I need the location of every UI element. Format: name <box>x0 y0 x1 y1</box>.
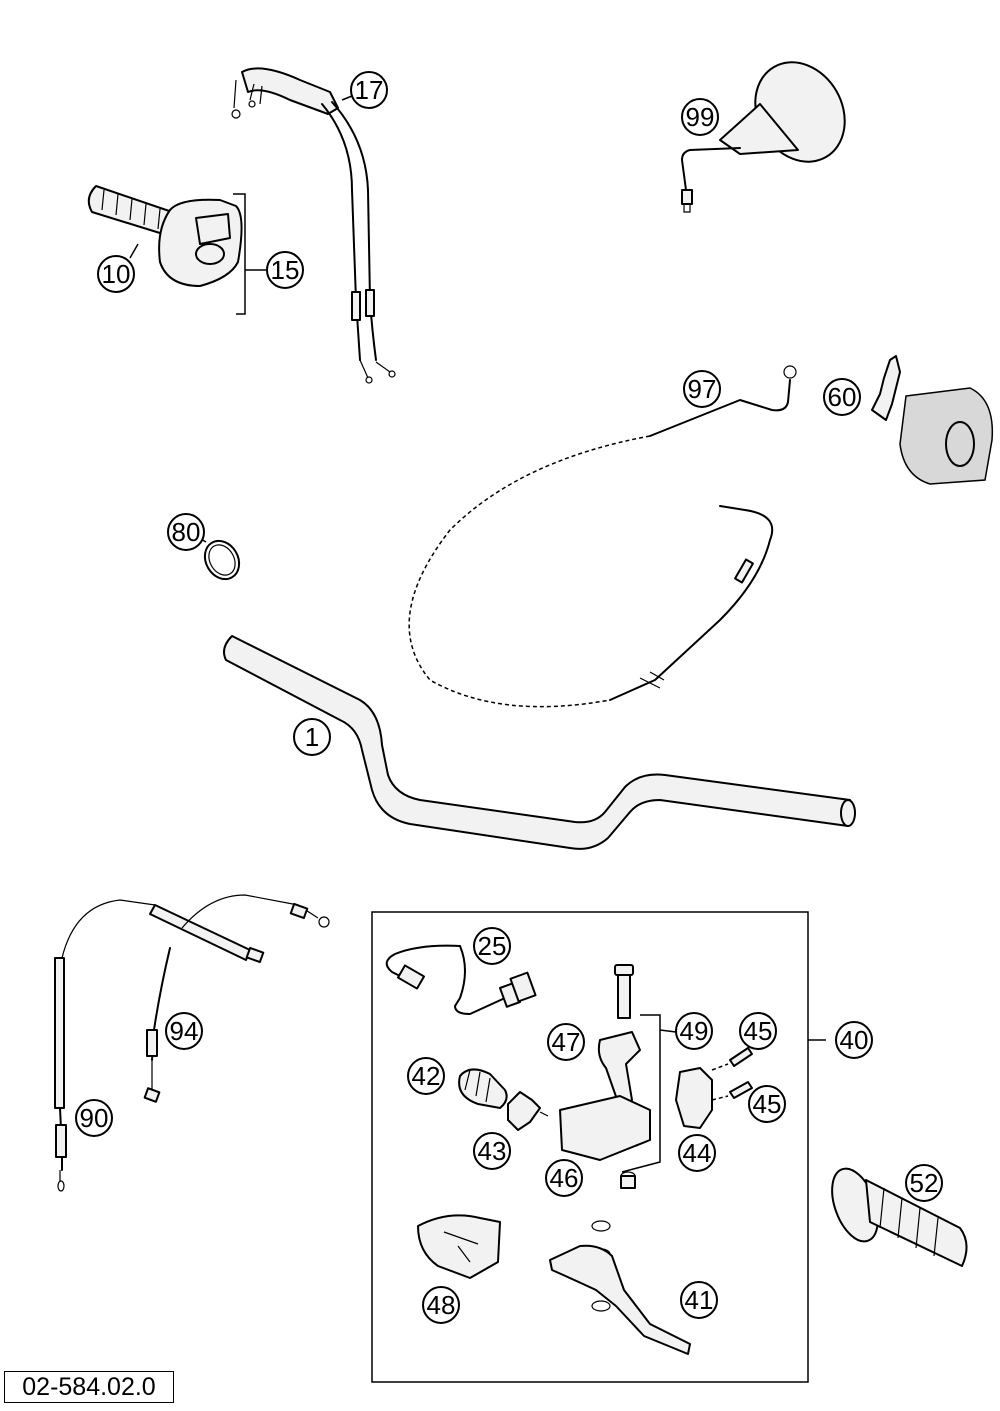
switch-part <box>675 1047 753 1129</box>
left-grip-part <box>831 1167 968 1267</box>
svg-text:90: 90 <box>80 1103 109 1133</box>
callout-52: 52 <box>905 1164 943 1202</box>
callout-10: 10 <box>97 255 135 293</box>
clutch-assembly-frame <box>371 911 826 1383</box>
callout-99: 99 <box>681 98 719 136</box>
mirror-part <box>681 61 846 213</box>
svg-text:43: 43 <box>478 1136 507 1166</box>
callout-15: 15 <box>266 251 304 289</box>
svg-text:17: 17 <box>355 75 384 105</box>
callout-48: 48 <box>422 1286 460 1324</box>
svg-text:80: 80 <box>172 517 201 547</box>
callout-17: 17 <box>350 71 388 109</box>
clutch-cable-part <box>54 899 156 1192</box>
svg-text:10: 10 <box>102 259 131 289</box>
callout-47: 47 <box>547 1023 585 1061</box>
throttle-grip-part <box>87 185 266 315</box>
callout-97: 97 <box>683 370 721 408</box>
svg-text:48: 48 <box>427 1290 456 1320</box>
svg-text:47: 47 <box>552 1027 581 1057</box>
hot-start-cable-part <box>408 365 797 708</box>
clamp-bolt-part <box>559 964 677 1189</box>
svg-text:42: 42 <box>412 1061 441 1091</box>
cover-part <box>417 1214 501 1279</box>
document-id-label: 02-584.02.0 <box>4 1371 174 1403</box>
svg-text:41: 41 <box>685 1285 714 1315</box>
callout-41: 41 <box>680 1281 718 1319</box>
sensor-cable-part <box>385 944 537 1015</box>
callout-49: 49 <box>675 1012 713 1050</box>
svg-text:44: 44 <box>683 1138 712 1168</box>
callout-90: 90 <box>75 1099 113 1137</box>
callout-45-bottom: 45 <box>748 1085 786 1123</box>
callout-43: 43 <box>473 1132 511 1170</box>
callout-44: 44 <box>678 1134 716 1172</box>
svg-text:99: 99 <box>686 102 715 132</box>
svg-text:52: 52 <box>910 1168 939 1198</box>
svg-text:94: 94 <box>170 1016 199 1046</box>
svg-text:60: 60 <box>828 382 857 412</box>
svg-text:45: 45 <box>753 1089 782 1119</box>
handlebar-part <box>223 635 856 850</box>
callout-25: 25 <box>473 927 511 965</box>
svg-text:40: 40 <box>840 1025 869 1055</box>
svg-text:1: 1 <box>305 722 319 752</box>
callout-80: 80 <box>167 513 205 551</box>
svg-text:97: 97 <box>688 374 717 404</box>
clutch-lever-part <box>549 1220 691 1355</box>
callout-45-top: 45 <box>739 1012 777 1050</box>
throttle-cables-part <box>231 67 396 384</box>
svg-text:25: 25 <box>478 931 507 961</box>
svg-text:46: 46 <box>550 1163 579 1193</box>
svg-text:45: 45 <box>744 1016 773 1046</box>
callout-40: 40 <box>835 1021 873 1059</box>
hot-start-lever-part <box>871 355 994 485</box>
callout-60: 60 <box>823 378 861 416</box>
svg-text:15: 15 <box>271 255 300 285</box>
callout-42: 42 <box>407 1057 445 1095</box>
svg-text:49: 49 <box>680 1016 709 1046</box>
cable-clamp-part <box>195 535 241 581</box>
adjuster-part <box>458 1068 549 1131</box>
clutch-line-part <box>143 894 330 1103</box>
callout-1: 1 <box>293 718 331 756</box>
callout-94: 94 <box>165 1012 203 1050</box>
callout-46: 46 <box>545 1159 583 1197</box>
